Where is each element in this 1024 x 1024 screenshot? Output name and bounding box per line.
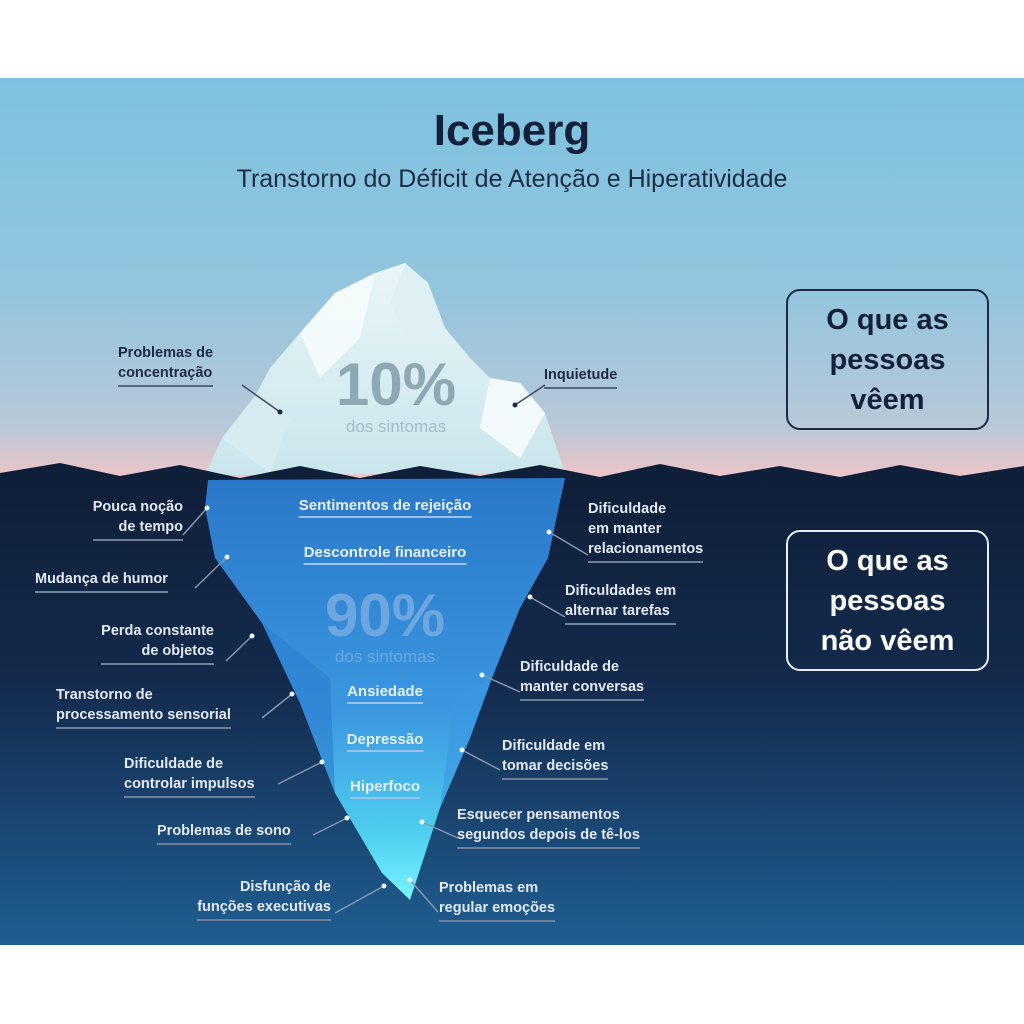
hidden-percent: 90% [324, 582, 446, 649]
iceberg-illustration [0, 263, 1024, 945]
iceberg-underwater [205, 478, 565, 900]
what-people-see-box: O que as pessoas vêem [786, 289, 989, 430]
center-item: Descontrole financeiro [303, 544, 467, 565]
visible-percent: 10% [335, 351, 457, 418]
leader-lines [182, 507, 589, 914]
what-people-dont-see-box: O que as pessoas não vêem [786, 530, 989, 671]
left-label: Disfunção de funções executivas [197, 877, 331, 921]
center-item: Sentimentos de rejeição [298, 497, 472, 518]
left-label: Perda constante de objetos [101, 621, 214, 665]
iceberg-tip [205, 263, 565, 475]
right-label: Dificuldade de manter conversas [520, 657, 645, 701]
tip-leader-lines [241, 384, 546, 413]
center-item: Ansiedade [347, 683, 423, 704]
left-label: Mudança de humor [35, 569, 168, 593]
center-item: Hiperfoco [349, 778, 421, 799]
right-label: Dificuldades em alternar tarefas [565, 581, 677, 625]
right-label: Problemas em regular emoções [439, 878, 556, 922]
left-label: Transtorno de processamento sensorial [56, 685, 231, 729]
right-label: Esquecer pensamentos segundos depois de … [457, 805, 640, 849]
right-label: Dificuldade em manter relacionamentos [588, 499, 704, 563]
page-title: Iceberg [433, 106, 591, 155]
page-subtitle: Transtorno do Déficit de Atenção e Hiper… [236, 165, 788, 193]
left-label: Dificuldade de controlar impulsos [124, 754, 255, 798]
left-label: Pouca noção de tempo [92, 497, 183, 541]
iceberg-infographic: Iceberg Transtorno do Déficit de Atenção… [0, 78, 1024, 945]
center-item: Depressão [346, 731, 424, 752]
label-problemas-concentracao: Problemas de concentração [118, 343, 214, 387]
label-inquietude: Inquietude [544, 365, 618, 389]
right-label: Dificuldade em tomar decisões [502, 736, 609, 780]
visible-caption: dos sintomas [345, 417, 447, 436]
hidden-caption: dos sintomas [334, 647, 436, 666]
left-label: Problemas de sono [157, 821, 291, 845]
